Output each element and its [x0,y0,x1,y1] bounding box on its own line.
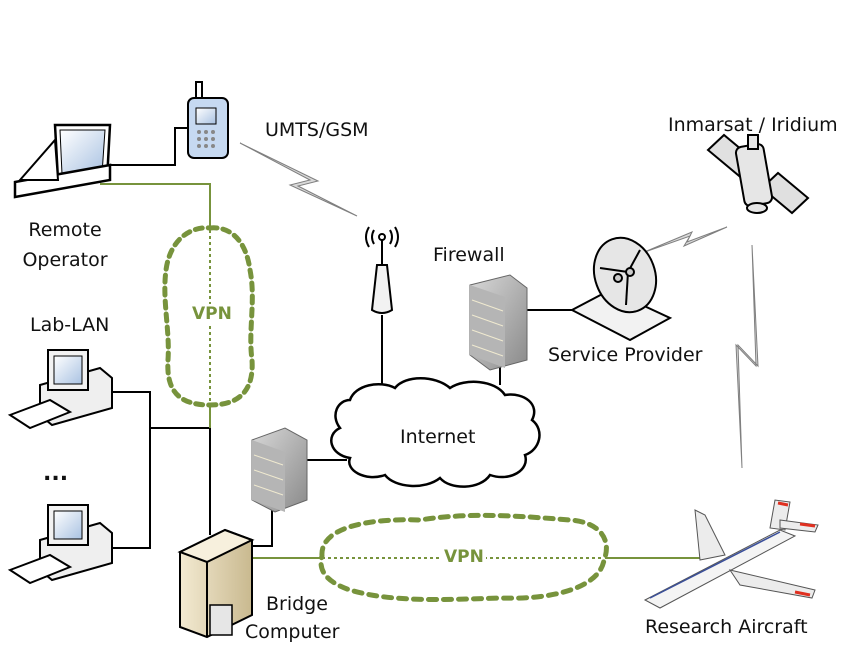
sat-dish-bolt-icon [641,226,728,254]
vpn-horizontal-label: VPN [442,547,486,567]
firewall-top-icon[interactable] [469,274,528,371]
sat-aircraft-bolt-icon [735,244,759,469]
satellite-label: Inmarsat / Iridium [668,114,838,136]
aircraft-icon[interactable] [643,499,819,609]
service-provider-label: Service Provider [548,344,703,366]
satellite-icon[interactable] [706,133,810,215]
firewall-label: Firewall [433,244,505,266]
lab-lan-label: Lab-LAN [30,314,110,336]
mobile-phone-icon[interactable] [187,81,229,159]
antenna-icon[interactable] [365,226,399,314]
vpn-vertical-label: VPN [190,304,234,324]
satellite-dish-icon[interactable] [569,229,673,342]
link-fw2-bridge [252,506,273,547]
umts-gsm-label: UMTS/GSM [265,119,369,141]
cloud-icon[interactable] [330,377,541,488]
link-lan2-bridge [100,428,151,549]
umts-bolt-icon [239,142,358,217]
laptop-icon[interactable] [13,123,112,199]
internet-label: Internet [400,426,476,448]
vpn-links [100,183,700,559]
link-lan1-bridge [100,391,211,535]
server-icon[interactable] [177,528,255,639]
wireless-links [239,142,759,469]
bridge-computer-label-line1: Bridge [266,593,328,615]
workstation-icon-1[interactable] [7,349,113,430]
remote-operator-label-line2: Operator [22,249,108,271]
vpn-tunnel-vertical [162,225,255,408]
link-laptop-phone [110,127,190,166]
lan-ellipsis: ... [43,461,69,486]
research-aircraft-label: Research Aircraft [645,616,808,638]
remote-operator-label-line1: Remote [28,219,102,241]
links [100,127,575,549]
workstation-icon-2[interactable] [7,504,113,585]
vpn-link-laptop [100,183,211,230]
bridge-computer-label-line2: Computer [245,621,340,643]
firewall-bottom-icon[interactable] [251,427,308,513]
